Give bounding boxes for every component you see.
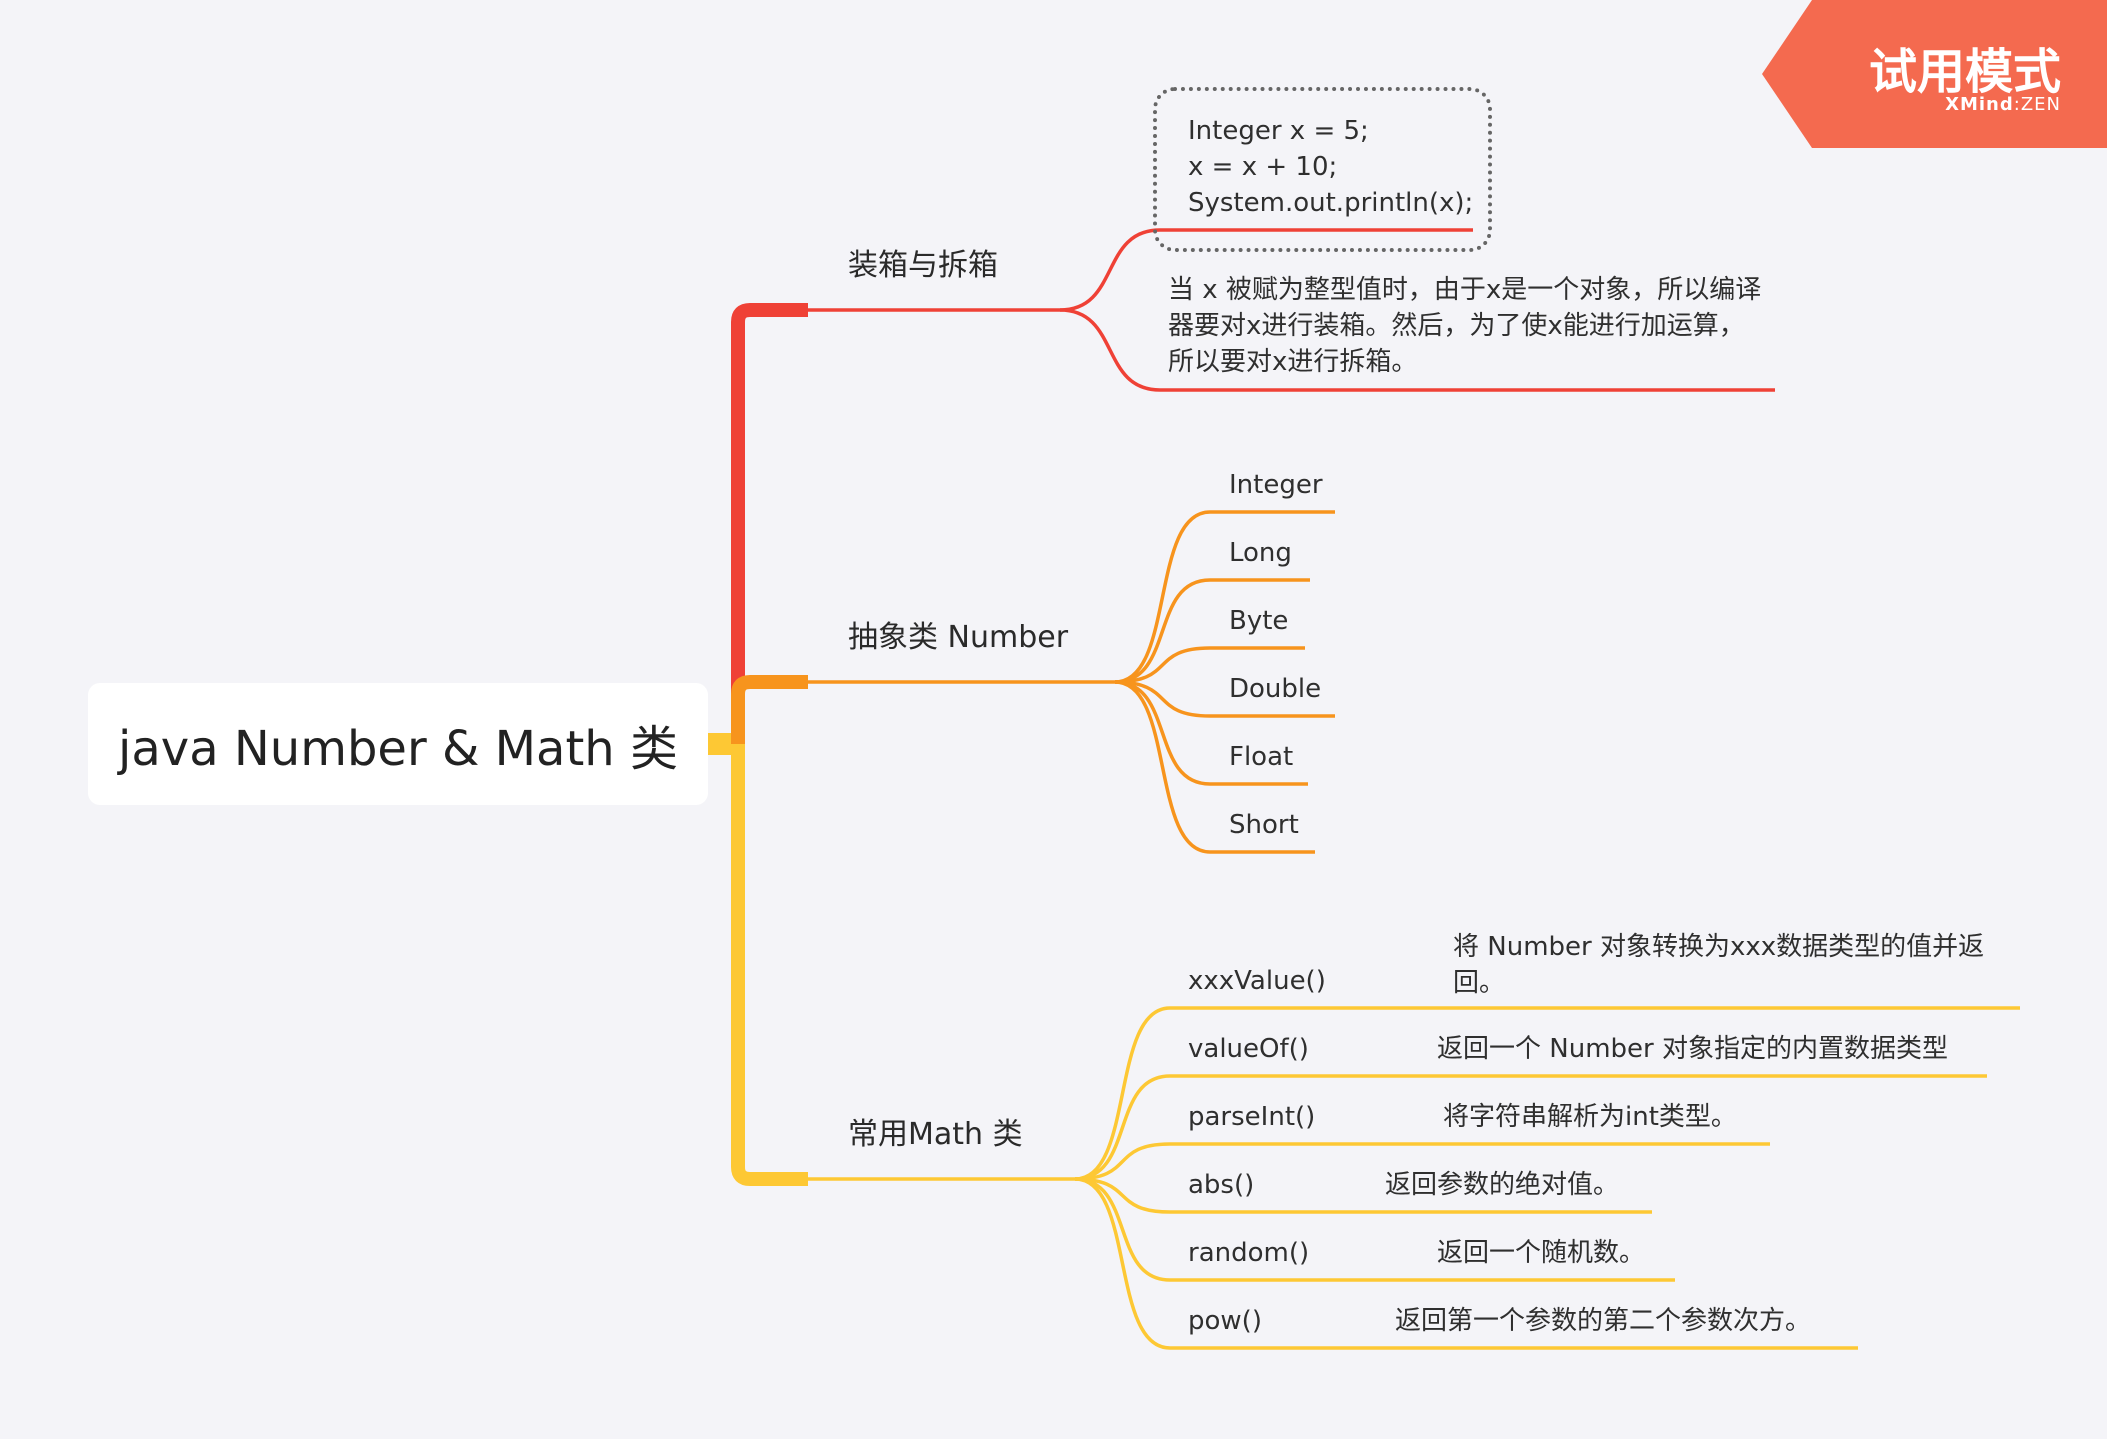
trial-mode-label: 试用模式	[1868, 44, 2061, 100]
topic-abs[interactable]: abs()	[1188, 1170, 1255, 1200]
topic-pow[interactable]: pow()	[1188, 1306, 1262, 1336]
topic-random[interactable]: random()	[1188, 1238, 1310, 1268]
link-code	[1059, 228, 1473, 312]
pow-description[interactable]: 返回第一个参数的第二个参数次方。	[1395, 1306, 1812, 1336]
link-parseint	[1074, 1142, 1770, 1181]
random-description[interactable]: 返回一个随机数。	[1437, 1238, 1646, 1268]
topic-integer[interactable]: Integer	[1229, 470, 1323, 500]
link-double	[1114, 680, 1335, 718]
xxxvalue-description[interactable]: 将 Number 对象转换为xxx数据类型的值并返回。	[1453, 932, 1985, 998]
link-long	[1114, 578, 1310, 684]
link-short	[1114, 680, 1315, 854]
central-topic[interactable]: java Number & Math 类	[88, 683, 708, 805]
link-pow	[1074, 1177, 1858, 1350]
abs-description[interactable]: 返回参数的绝对值。	[1385, 1170, 1620, 1200]
math-links	[808, 1006, 2020, 1350]
topic-xxxvalue[interactable]: xxxValue()	[1188, 966, 1326, 996]
code-line-3: System.out.println(x);	[1188, 188, 1474, 218]
topic-byte[interactable]: Byte	[1229, 606, 1289, 636]
topic-long[interactable]: Long	[1229, 538, 1292, 568]
code-line-1: Integer x = 5;	[1188, 116, 1369, 146]
code-line-2: x = x + 10;	[1188, 152, 1338, 182]
number-links	[808, 510, 1335, 854]
parseint-description[interactable]: 将字符串解析为int类型。	[1443, 1102, 1737, 1132]
topic-valueof[interactable]: valueOf()	[1188, 1034, 1309, 1064]
xmind-zen-logo: XMind:ZEN	[1945, 94, 2061, 115]
code-callout[interactable]	[1153, 87, 1492, 252]
topic-short[interactable]: Short	[1229, 810, 1299, 840]
boxing-links	[808, 228, 1775, 392]
link-abs	[1074, 1177, 1652, 1214]
topic-float[interactable]: Float	[1229, 742, 1294, 772]
topic-boxing[interactable]: 装箱与拆箱	[848, 248, 998, 283]
valueof-description[interactable]: 返回一个 Number 对象指定的内置数据类型	[1437, 1034, 1948, 1064]
trunk-math	[731, 744, 808, 1186]
trial-mode-badge[interactable]: 试用模式 XMind:ZEN	[1762, 0, 2107, 148]
link-random	[1074, 1177, 1675, 1282]
topic-parseint[interactable]: parseInt()	[1188, 1102, 1316, 1132]
link-float	[1114, 680, 1308, 786]
topic-double[interactable]: Double	[1229, 674, 1322, 704]
central-topic-label: java Number & Math 类	[118, 721, 678, 777]
link-byte	[1114, 646, 1305, 684]
topic-common-math[interactable]: 常用Math 类	[848, 1117, 1023, 1152]
link-xxxvalue	[1074, 1006, 2020, 1181]
trunk-boxing	[731, 303, 808, 744]
link-desc	[1059, 308, 1775, 392]
link-valueof	[1074, 1074, 1987, 1181]
boxing-description[interactable]: 当 x 被赋为整型值时，由于x是一个对象，所以编译器要对x进行装箱。然后，为了使…	[1168, 275, 1762, 377]
trunk-number	[731, 675, 808, 744]
link-integer	[1114, 510, 1335, 684]
topic-abstract-number[interactable]: 抽象类 Number	[848, 620, 1069, 655]
